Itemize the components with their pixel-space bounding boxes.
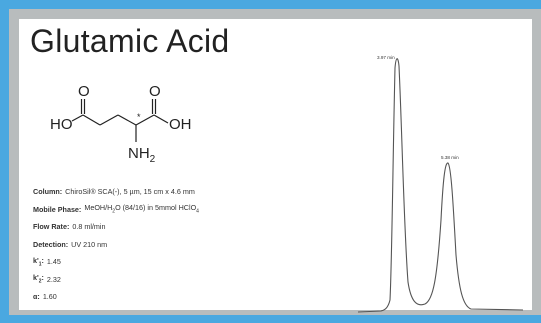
condition-column: Column: ChiroSil® SCA(-), 5 µm, 15 cm x … <box>33 183 333 201</box>
condition-k2: k'2: 2.32 <box>33 271 333 289</box>
condition-value: 1.45 <box>46 257 61 267</box>
compound-title: Glutamic Acid <box>30 23 230 59</box>
peak-2-label: 5.38 min <box>441 155 459 160</box>
condition-value: ChiroSil® SCA(-), 5 µm, 15 cm x 4.6 mm <box>65 187 195 197</box>
condition-value: 0.8 ml/min <box>72 222 106 232</box>
condition-k1: k'1: 1.45 <box>33 253 333 271</box>
o-left-label: O <box>78 83 90 100</box>
condition-value: 1.60 <box>42 292 57 302</box>
condition-value: 2.32 <box>46 274 61 284</box>
condition-label: Flow Rate: <box>33 222 70 232</box>
o-right-label: O <box>149 83 161 100</box>
nh2-label: NH2 <box>128 145 156 165</box>
molecule-bonds <box>71 99 169 142</box>
condition-label: Mobile Phase: <box>33 204 82 214</box>
chromatogram-trace <box>357 58 524 313</box>
peak-1-label: 3.97 min <box>377 55 395 60</box>
oh-label: OH <box>169 116 192 133</box>
condition-label: Column: <box>33 187 63 197</box>
chromatogram: 3.97 min 5.38 min <box>357 55 524 313</box>
condition-label: α: <box>33 292 40 302</box>
condition-value: UV 210 nm <box>71 239 108 249</box>
condition-label: k'2: <box>33 273 44 285</box>
ho-label: HO <box>50 116 73 133</box>
condition-flow-rate: Flow Rate: 0.8 ml/min <box>33 218 333 236</box>
condition-alpha: α: 1.60 <box>33 288 333 306</box>
stereo-center-mark: * <box>137 112 141 122</box>
structure-diagram: HO O O OH * NH2 <box>50 83 192 165</box>
condition-label: Detection: <box>33 239 69 249</box>
condition-mobile-phase: Mobile Phase: MeOH/H2O (84/16) in 5mmol … <box>33 201 333 219</box>
chromatography-conditions: Column: ChiroSil® SCA(-), 5 µm, 15 cm x … <box>33 183 333 306</box>
condition-label: k'1: <box>33 255 44 267</box>
condition-detection: Detection: UV 210 nm <box>33 236 333 254</box>
condition-value: MeOH/H2O (84/16) in 5mmol HClO4 <box>84 203 199 215</box>
